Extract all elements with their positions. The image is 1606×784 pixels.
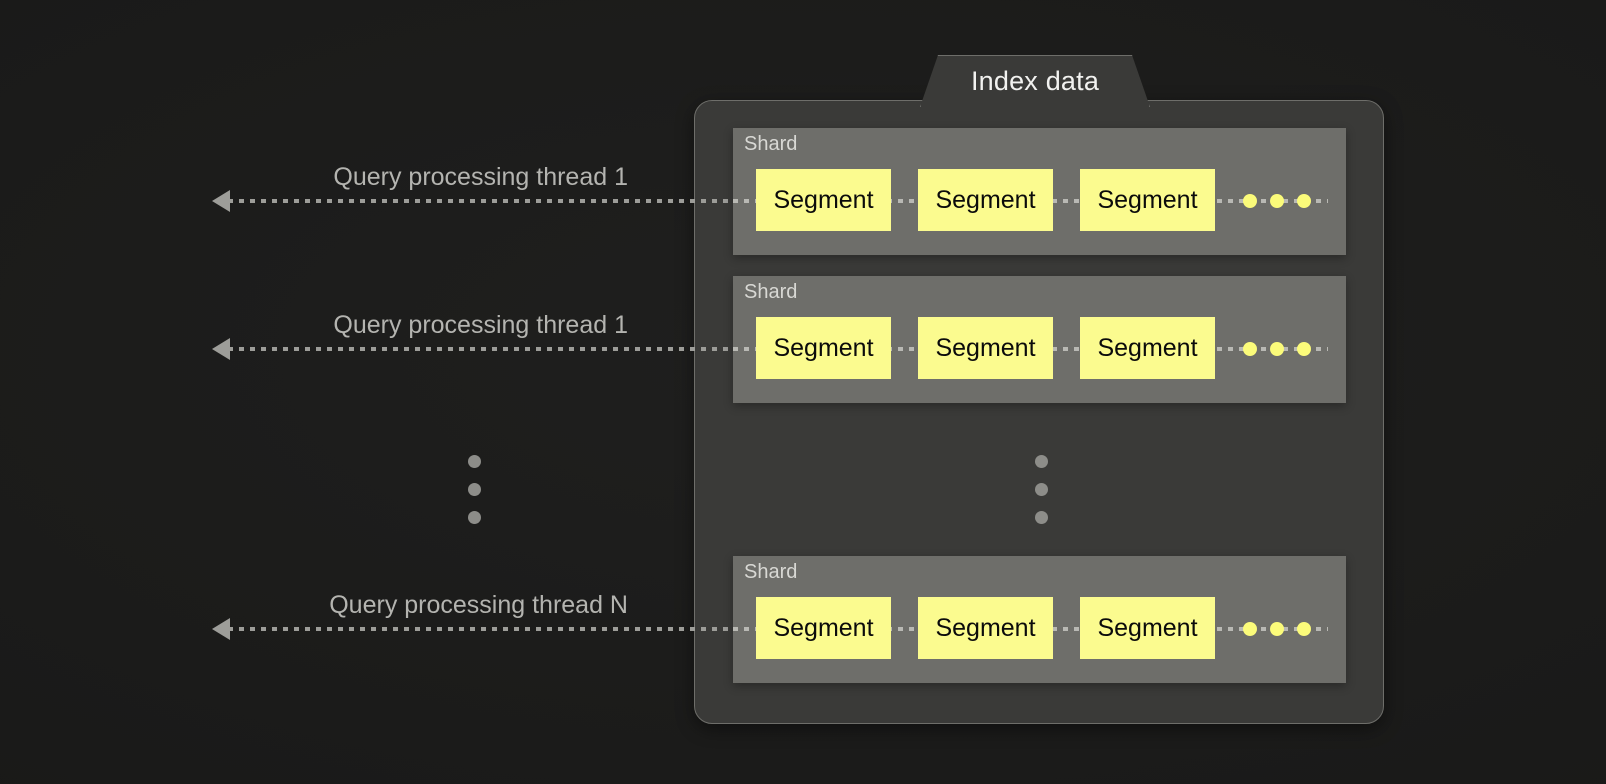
- segment-ellipsis-dot: [1297, 342, 1311, 356]
- segment-box: Segment: [756, 169, 891, 231]
- segment-ellipsis-dot: [1270, 622, 1284, 636]
- index-data-tab: [920, 55, 1150, 107]
- segment-box: Segment: [918, 597, 1053, 659]
- thread-line-2: [228, 347, 741, 351]
- ellipsis-dot: [1035, 511, 1048, 524]
- segment-box: Segment: [1080, 169, 1215, 231]
- ellipsis-dot: [1035, 483, 1048, 496]
- shard-label: Shard: [744, 561, 798, 583]
- panel-vertical-ellipsis: [1035, 455, 1048, 524]
- ellipsis-dot: [468, 511, 481, 524]
- shard-label: Shard: [744, 133, 798, 155]
- segment-box: Segment: [918, 169, 1053, 231]
- segment-box: Segment: [918, 317, 1053, 379]
- thread-label-2: Query processing thread 1: [333, 311, 628, 339]
- segment-ellipsis-dot: [1297, 622, 1311, 636]
- thread-arrowhead-1: [212, 190, 230, 212]
- segment-box: Segment: [756, 317, 891, 379]
- segment-ellipsis-dot: [1243, 342, 1257, 356]
- thread-arrowhead-2: [212, 338, 230, 360]
- thread-label-1: Query processing thread 1: [333, 163, 628, 191]
- thread-line-3: [228, 627, 741, 631]
- segment-ellipsis-dot: [1243, 194, 1257, 208]
- thread-line-1: [228, 199, 741, 203]
- segment-box: Segment: [756, 597, 891, 659]
- shard-row-1: Shard Segment Segment Segment: [733, 128, 1346, 255]
- segment-box: Segment: [1080, 597, 1215, 659]
- segment-ellipsis-dot: [1270, 194, 1284, 208]
- shard-row-3: Shard Segment Segment Segment: [733, 556, 1346, 683]
- shard-row-2: Shard Segment Segment Segment: [733, 276, 1346, 403]
- index-data-title: Index data: [970, 65, 1100, 96]
- ellipsis-dot: [468, 455, 481, 468]
- thread-label-3: Query processing thread N: [329, 591, 628, 619]
- thread-arrowhead-3: [212, 618, 230, 640]
- ellipsis-dot: [1035, 455, 1048, 468]
- segment-ellipsis-dot: [1297, 194, 1311, 208]
- segment-box: Segment: [1080, 317, 1215, 379]
- segment-ellipsis-dot: [1243, 622, 1257, 636]
- ellipsis-dot: [468, 483, 481, 496]
- shard-label: Shard: [744, 281, 798, 303]
- segment-ellipsis-dot: [1270, 342, 1284, 356]
- left-vertical-ellipsis: [468, 455, 481, 524]
